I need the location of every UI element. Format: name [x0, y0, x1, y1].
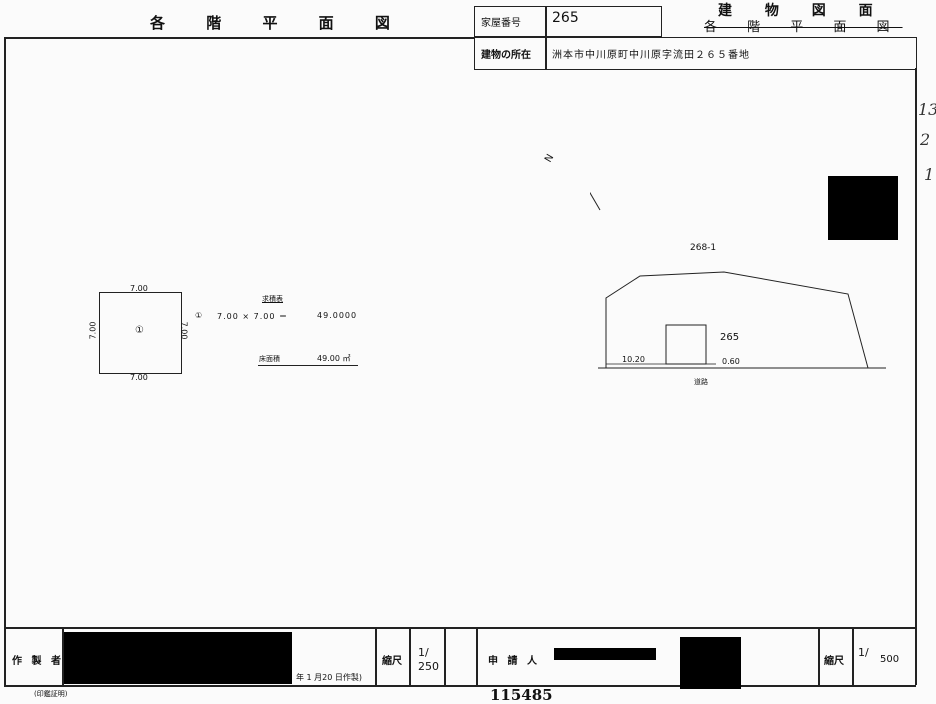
floor-area-value: 49.00 ㎡: [317, 354, 351, 363]
margin-note-2: 2: [920, 130, 931, 149]
north-compass-icon: [590, 191, 601, 211]
scale-right-denominator: 500: [880, 654, 900, 665]
floor-area-underline: [258, 365, 358, 366]
frame-left: [4, 37, 6, 685]
location-value: 洲本市中川原町中川原字流田２６５番地: [552, 50, 750, 61]
scale-left-numerator: 1/: [418, 646, 429, 659]
scale-right-numerator: 1/: [858, 646, 869, 659]
right-distance-label: 0.60: [722, 357, 740, 366]
frame-right: [915, 68, 917, 685]
calc-marker: ①: [195, 311, 203, 320]
lot-number-label: 265: [720, 332, 740, 343]
applicant-label: 申 請 人: [488, 656, 540, 667]
floor-dim-right: 7.00: [179, 321, 189, 340]
location-box: [474, 37, 917, 70]
applicant-redaction-seal: [680, 637, 741, 689]
scale-left-denominator: 250: [418, 660, 439, 673]
floor-dim-bottom: 7.00: [130, 373, 148, 382]
margin-note-3: 1: [924, 165, 935, 184]
calc-formula: 7.00 × 7.00 ＝: [217, 312, 288, 321]
floor-center-mark: ①: [135, 325, 144, 336]
lot-outline: [605, 271, 869, 369]
calc-result: 49.0000: [317, 311, 358, 320]
footer-top-line: [4, 627, 916, 629]
creator-redaction: [64, 632, 292, 684]
redaction-top: [828, 176, 898, 240]
frame-bottom: [4, 685, 916, 687]
building-footprint: [665, 324, 707, 365]
building-drawing-title: 建 物 図 面: [718, 3, 887, 19]
applicant-redaction-name: [554, 648, 656, 660]
road-label: 道路: [694, 378, 708, 386]
north-label: N: [543, 152, 557, 165]
house-number-box: [474, 6, 662, 37]
floor-dim-top: 7.00: [130, 284, 148, 293]
scale-label-left: 縮尺: [382, 656, 402, 667]
scale-label-right: 縮尺: [824, 656, 844, 667]
adjacent-lot-label: 268-1: [690, 243, 717, 253]
house-number-label: 家屋番号: [481, 18, 521, 29]
creation-date: 年 1 月20 日作製): [296, 673, 363, 682]
floor-plan-square: [99, 292, 182, 374]
floor-plan-title: 各 階 平 面 図: [150, 14, 408, 32]
document-number: 115485: [490, 686, 553, 704]
seal-note: (印鑑証明): [34, 690, 68, 698]
left-distance-label: 10.20: [622, 355, 645, 364]
area-table-label: 求積表: [262, 295, 283, 303]
floor-area-label: 床面積: [259, 355, 280, 363]
frame-top-left: [4, 37, 474, 39]
creator-label: 作 製 者: [12, 656, 64, 667]
house-number-value: 265: [552, 10, 579, 26]
margin-note-1: 13: [918, 100, 936, 119]
floor-plan-struck-title: 各 階 平 面 図: [704, 20, 903, 35]
location-label: 建物の所在: [481, 50, 531, 61]
floor-dim-left: 7.00: [88, 321, 98, 340]
site-plan-drawing: [590, 191, 886, 369]
